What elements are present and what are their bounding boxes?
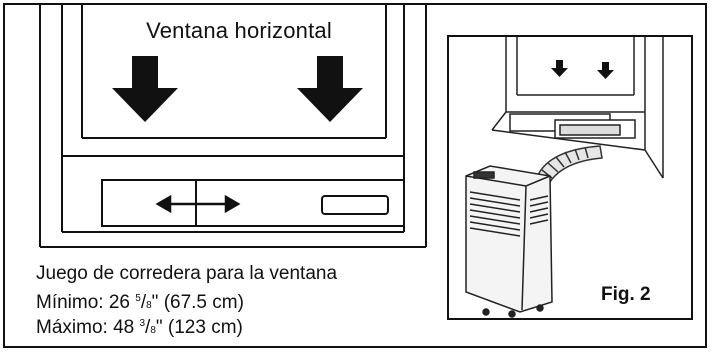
down-arrow-icon bbox=[297, 56, 363, 122]
down-arrow-icon bbox=[551, 60, 614, 79]
portable-ac-unit bbox=[465, 165, 553, 318]
caption-line-3: Máximo: 48 3/8" (123 cm) bbox=[36, 317, 243, 338]
fraction-numerator: 3 bbox=[139, 318, 146, 329]
caption-line-1: Juego de corredera para la ventana bbox=[36, 263, 338, 284]
fraction-denominator: 8 bbox=[150, 325, 156, 336]
caption-min-label: Mínimo: 26 bbox=[36, 292, 136, 313]
double-arrow-icon bbox=[155, 194, 241, 214]
window-illustration bbox=[491, 37, 664, 179]
caption-max-value: " (123 cm) bbox=[155, 317, 243, 338]
diagram-title: Ventana horizontal bbox=[146, 18, 332, 43]
sliding-panel bbox=[101, 179, 405, 227]
caption-min-value: " (67.5 cm) bbox=[151, 292, 244, 313]
caption-line-2: Mínimo: 26 5/8" (67.5 cm) bbox=[36, 292, 244, 313]
down-arrow-icon bbox=[112, 56, 178, 122]
fraction-numerator: 5 bbox=[135, 293, 141, 304]
figure-label: Fig. 2 bbox=[601, 284, 651, 305]
exhaust-hose bbox=[537, 145, 603, 184]
outer-frame bbox=[3, 3, 707, 348]
caption-max-label: Máximo: 48 bbox=[36, 317, 140, 338]
figure-box bbox=[447, 35, 693, 320]
fraction-denominator: 8 bbox=[146, 300, 152, 311]
